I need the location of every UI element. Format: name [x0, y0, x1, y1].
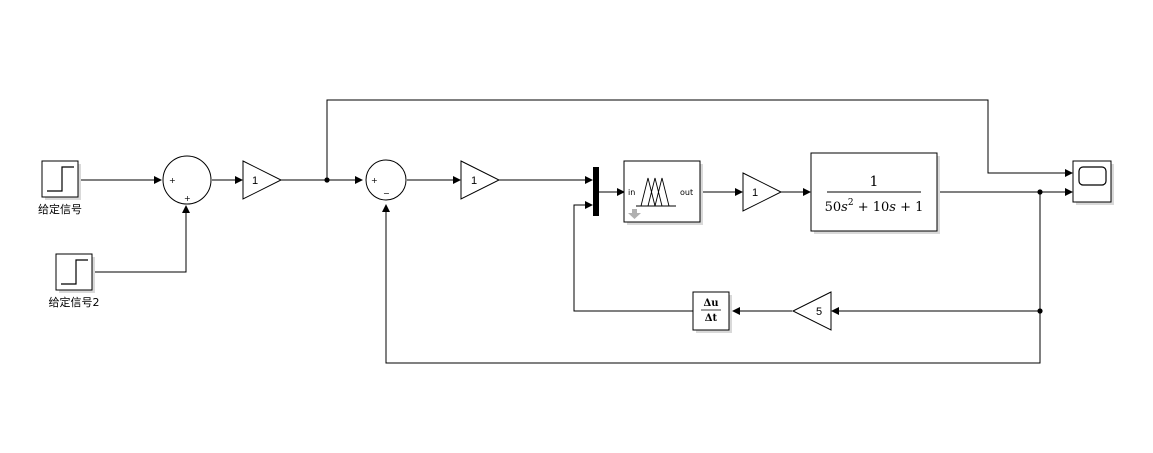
- gain-block-2[interactable]: 1: [460, 160, 501, 200]
- fuzzy-out-port-label: out: [680, 188, 693, 197]
- sum-block-2[interactable]: + −: [365, 159, 407, 201]
- fuzzy-logic-controller[interactable]: in out: [623, 160, 703, 225]
- step-icon: [47, 166, 74, 192]
- step-block-2[interactable]: 给定信号2: [49, 253, 100, 309]
- gain1-value: 1: [252, 175, 258, 187]
- gain-block-feedback[interactable]: 5: [791, 291, 832, 331]
- gain-block-1[interactable]: 1: [242, 160, 283, 200]
- scope-block[interactable]: [1072, 160, 1114, 205]
- step-icon: [61, 259, 88, 285]
- fuzzy-logic-icon: [636, 177, 676, 207]
- gain2-value: 1: [471, 175, 477, 187]
- gain-feedback-value: 5: [816, 306, 822, 318]
- step-block-1[interactable]: 给定信号: [38, 160, 82, 216]
- scope-icon: [1078, 166, 1107, 186]
- sum2-sign-left: +: [371, 176, 378, 185]
- tf-numerator: 1: [870, 174, 879, 190]
- fuzzy-down-arrow-icon: [628, 209, 641, 219]
- derivative-numerator: Δu: [703, 298, 718, 309]
- step-label-2: 给定信号2: [49, 295, 100, 309]
- mux-bar: [593, 167, 599, 216]
- derivative-block[interactable]: Δu Δt: [692, 291, 732, 333]
- sum2-sign-bottom: −: [383, 189, 390, 198]
- signal-lines: [80, 99, 1073, 364]
- sum1-sign-left: +: [169, 176, 176, 185]
- gain3-value: 1: [752, 187, 758, 199]
- derivative-denominator: Δt: [705, 313, 718, 324]
- tf-denominator: 50s2 + 10s + 1: [825, 198, 924, 215]
- fuzzy-in-port-label: in: [628, 188, 635, 197]
- sum-block-1[interactable]: + +: [162, 155, 212, 205]
- mux-block[interactable]: [593, 167, 599, 216]
- gain-block-3[interactable]: 1: [742, 172, 783, 212]
- transfer-function-block[interactable]: 1 50s2 + 10s + 1: [810, 152, 940, 234]
- step-label-1: 给定信号: [38, 202, 82, 216]
- sum1-sign-bottom: +: [184, 194, 191, 203]
